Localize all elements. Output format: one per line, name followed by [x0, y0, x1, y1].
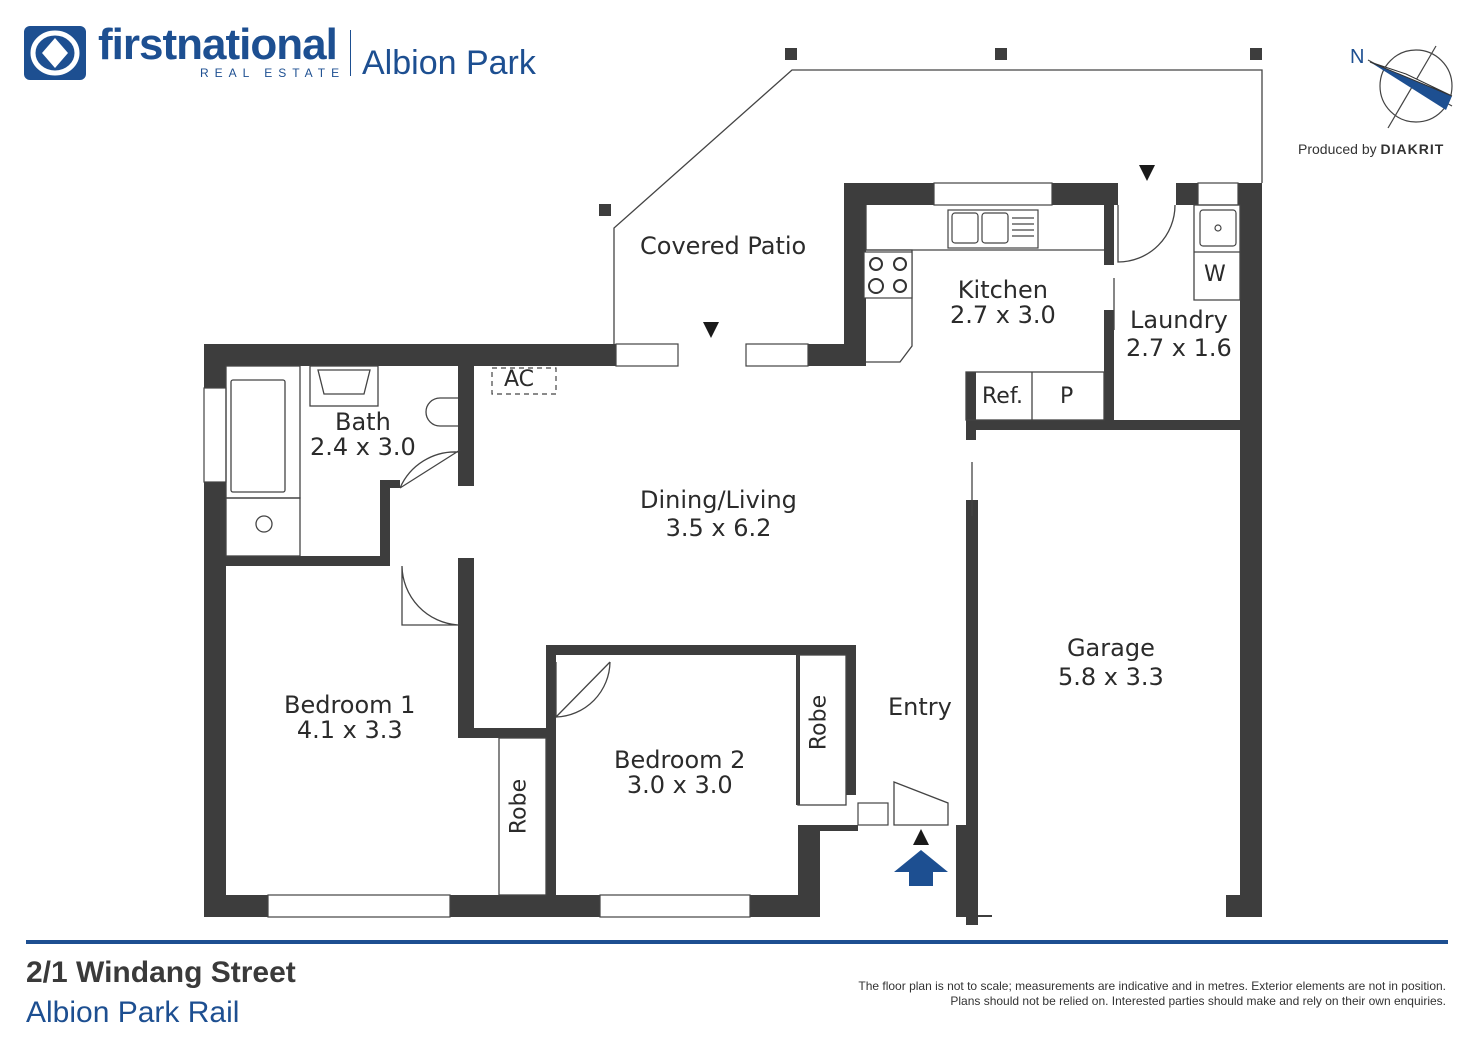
bath-fixtures — [225, 365, 458, 557]
room-robe2: Robe — [807, 678, 832, 768]
kitchen-benches — [865, 204, 1241, 421]
robe-outlines — [498, 654, 847, 896]
room-garage-name: Garage — [1066, 634, 1155, 662]
room-entry-name: Entry — [888, 693, 952, 721]
brand-logo: firstnational REAL ESTATE Albion Park — [24, 20, 564, 84]
compass-north-label: N — [1350, 46, 1365, 68]
compass: N — [1346, 40, 1456, 135]
room-pantry: P — [1060, 384, 1073, 409]
room-entry: Entry — [888, 695, 952, 720]
windows — [203, 182, 1239, 918]
brand-office: Albion Park — [362, 44, 536, 82]
walls — [204, 183, 1262, 925]
room-garage-size: 5.8 x 3.3 — [1058, 663, 1164, 691]
brand-emblem-icon — [24, 26, 86, 80]
produced-by: Produced by DIAKRIT — [1298, 141, 1444, 157]
room-ac: AC — [504, 367, 534, 392]
room-ref-name: Ref. — [982, 384, 1023, 409]
room-kitchen-name: Kitchen — [957, 276, 1048, 304]
compass-icon — [1367, 45, 1453, 129]
room-robe1: Robe — [507, 762, 532, 852]
brand-sub: REAL ESTATE — [200, 66, 346, 80]
room-bedroom1: Bedroom 1 4.1 x 3.3 — [284, 693, 415, 743]
address-line2: Albion Park Rail — [26, 996, 240, 1029]
produced-by-prefix: Produced by — [1298, 141, 1377, 157]
room-kitchen: Kitchen 2.7 x 3.0 — [950, 278, 1056, 328]
ac-box — [491, 367, 557, 395]
laundry-tub-icon — [1199, 209, 1237, 247]
patio-posts — [599, 48, 1262, 216]
room-garage: Garage 5.8 x 3.3 — [1058, 636, 1164, 690]
address-line1: 2/1 Windang Street — [26, 956, 296, 989]
door-markers — [703, 165, 1155, 845]
room-dining-size: 3.5 x 6.2 — [665, 514, 772, 542]
room-laundry-name: Laundry — [1129, 306, 1228, 334]
room-dining: Dining/Living 3.5 x 6.2 — [640, 488, 797, 541]
room-ac-name: AC — [504, 367, 535, 392]
disclaimer-line1: The floor plan is not to scale; measurem… — [858, 979, 1446, 993]
room-laundry: Laundry 2.7 x 1.6 — [1126, 308, 1232, 361]
room-covered-patio: Covered Patio — [640, 234, 806, 259]
disclaimer: The floor plan is not to scale; measurem… — [686, 979, 1446, 1009]
doors — [399, 204, 1176, 826]
footer-rule — [26, 940, 1448, 944]
producer-name: DIAKRIT — [1380, 141, 1445, 157]
room-washer: W — [1204, 262, 1226, 287]
room-covered-patio-name: Covered Patio — [640, 232, 807, 260]
entry-arrow-icon — [894, 850, 948, 886]
disclaimer-line2: Plans should not be relied on. Intereste… — [950, 994, 1446, 1008]
patio-outline — [613, 69, 1263, 346]
room-kitchen-size: 2.7 x 3.0 — [950, 301, 1056, 329]
room-bedroom2: Bedroom 2 3.0 x 3.0 — [614, 748, 745, 798]
room-bath-name: Bath — [335, 408, 391, 436]
room-bath-size: 2.4 x 3.0 — [310, 433, 416, 461]
brand-name-part2: national — [176, 20, 338, 69]
room-ref: Ref. — [982, 384, 1023, 409]
brand-name-part1: first — [98, 20, 177, 69]
cooktop-icon — [863, 251, 913, 299]
room-bedroom1-size: 4.1 x 3.3 — [296, 716, 403, 744]
room-bedroom2-name: Bedroom 2 — [614, 746, 746, 774]
room-bath: Bath 2.4 x 3.0 — [310, 410, 416, 460]
room-pantry-name: P — [1060, 384, 1074, 409]
brand-divider — [350, 30, 351, 76]
room-robe1-name: Robe — [506, 778, 532, 835]
room-robe2-name: Robe — [806, 694, 832, 751]
room-bedroom1-name: Bedroom 1 — [284, 691, 416, 719]
kitchen-sink-icon — [947, 209, 1039, 249]
room-bedroom2-size: 3.0 x 3.0 — [626, 771, 733, 799]
room-dining-name: Dining/Living — [640, 486, 797, 514]
room-washer-name: W — [1204, 262, 1226, 287]
room-laundry-size: 2.7 x 1.6 — [1126, 334, 1232, 362]
